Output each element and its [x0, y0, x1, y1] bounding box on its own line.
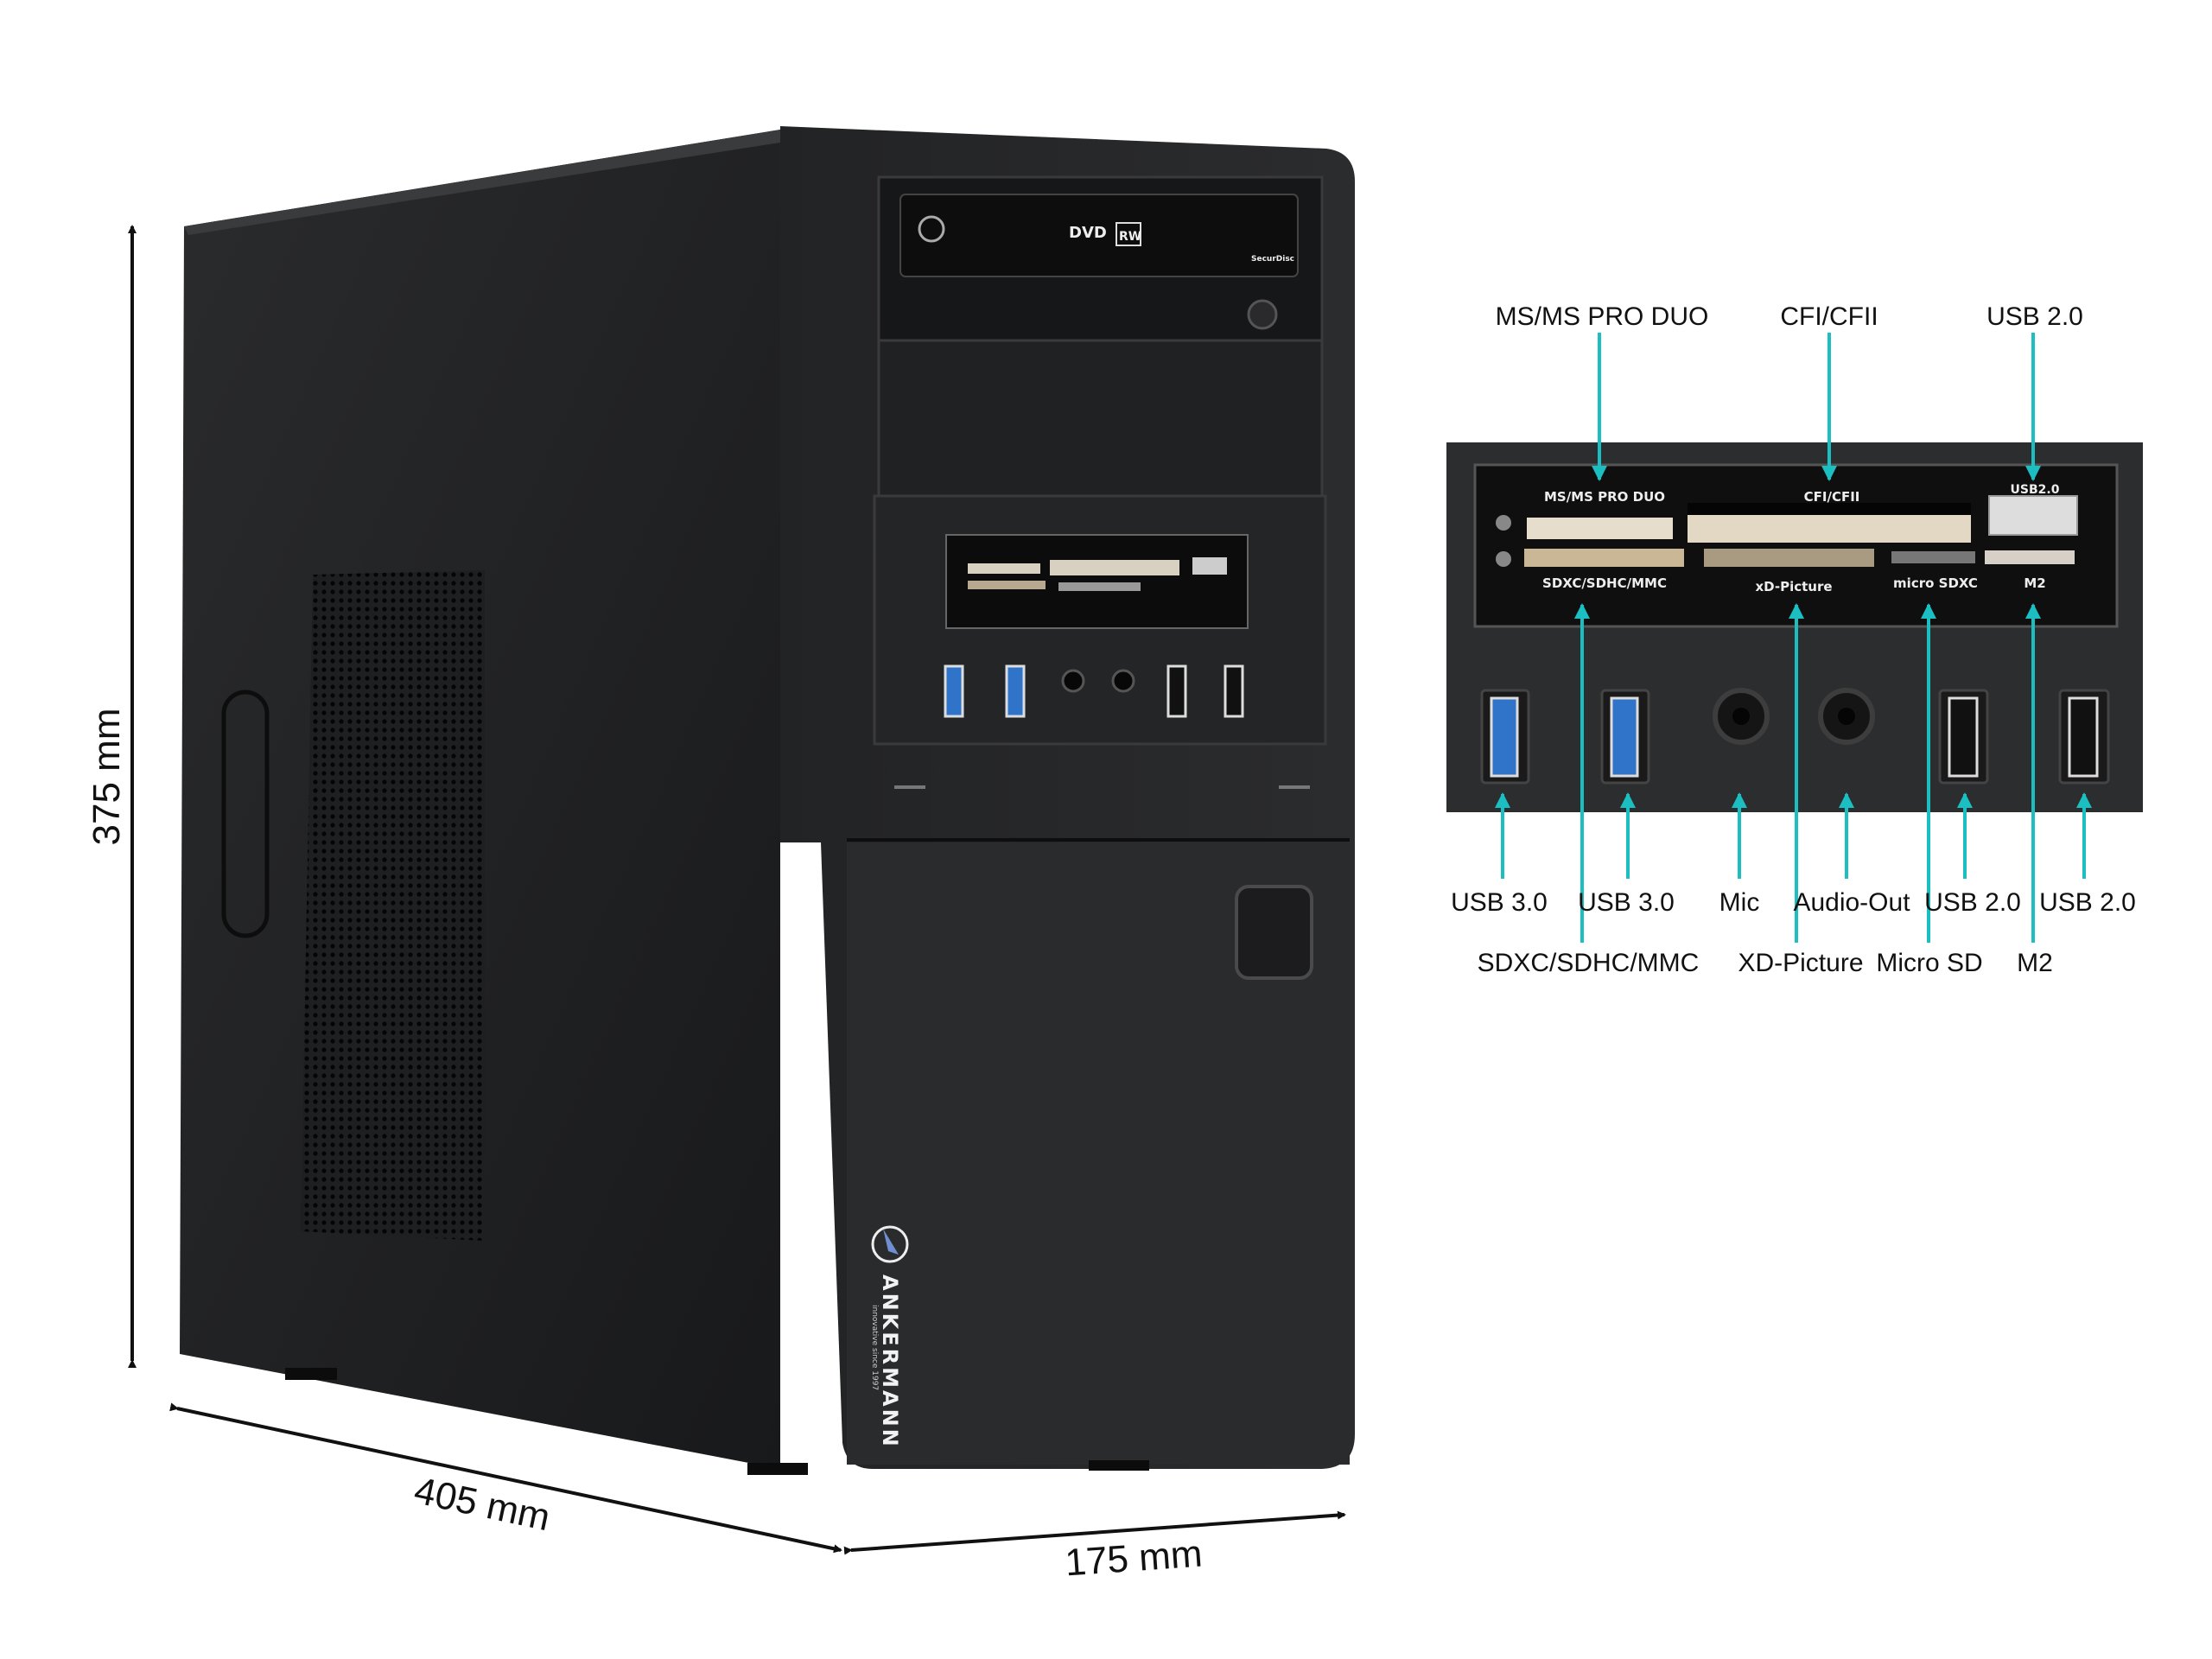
vent-grille	[301, 570, 485, 1241]
foot	[285, 1368, 337, 1380]
reader-label-ms: MS/MS PRO DUO	[1544, 489, 1665, 505]
audio-jack[interactable]	[1111, 669, 1135, 693]
callout-sdxc: SDXC/SDHC/MMC	[1478, 949, 1700, 977]
callout-usb2-2: USB 2.0	[2039, 888, 2136, 917]
power-led	[1279, 785, 1310, 789]
callout-usb3-2: USB 3.0	[1578, 888, 1675, 917]
front-panel-detail: MS/MS PRO DUO CFI/CFII USB2.0 SDXC/SDHC/…	[1446, 442, 2143, 812]
mic-jack[interactable]	[1061, 669, 1085, 693]
usb2-reader-port[interactable]	[1988, 495, 2078, 536]
rw-logo: RW	[1119, 230, 1141, 244]
usb3-port[interactable]	[944, 664, 964, 718]
usb3-port[interactable]	[1005, 664, 1026, 718]
reader-label-cf: CFI/CFII	[1804, 489, 1860, 505]
width-label: 175 mm	[1064, 1533, 1204, 1585]
callout-labels: MS/MS PRO DUO CFI/CFII USB 2.0 USB 3.0 U…	[1451, 302, 2136, 977]
callout-cf: CFI/CFII	[1780, 302, 1878, 331]
usb2-port[interactable]	[1224, 664, 1244, 718]
callout-micro-sd: Micro SD	[1876, 949, 1982, 977]
dvd-tray[interactable]	[899, 194, 1299, 277]
brand-tagline: innovative since 1997	[870, 1305, 879, 1390]
callout-usb2-top: USB 2.0	[1986, 302, 2083, 331]
reader-label-xd: xD-Picture	[1755, 579, 1832, 594]
power-button[interactable]	[1235, 885, 1313, 980]
reader-label-m2: M2	[2024, 575, 2045, 591]
ms-slot[interactable]	[1527, 518, 1673, 539]
microsd-slot[interactable]	[1891, 551, 1975, 563]
usb2-port[interactable]	[1166, 664, 1187, 718]
xd-slot[interactable]	[1704, 549, 1874, 567]
sd-slot[interactable]	[1524, 549, 1684, 567]
callout-ms-pro-duo: MS/MS PRO DUO	[1496, 302, 1709, 331]
callout-usb3-1: USB 3.0	[1451, 888, 1548, 917]
eject-button[interactable]	[1247, 299, 1278, 330]
foot	[1089, 1460, 1149, 1471]
disc-logo-icon	[918, 215, 945, 243]
reader-label-sd: SDXC/SDHC/MMC	[1542, 575, 1667, 591]
brand-logo	[871, 1225, 909, 1263]
callout-audio-out: Audio-Out	[1793, 888, 1910, 917]
pc-case: DVD RW SecurDisc ANKERMANN	[180, 126, 1355, 1475]
depth-label: 405 mm	[410, 1469, 554, 1539]
hdd-led	[894, 785, 925, 789]
callout-lines	[1495, 333, 2092, 943]
side-handle-recess	[221, 690, 270, 938]
blank-bay-cover	[877, 339, 1324, 498]
reader-label-usb: USB2.0	[2011, 483, 2060, 497]
width-arrow	[843, 1510, 1346, 1555]
brand-name: ANKERMANN	[878, 1274, 902, 1449]
callout-m2: M2	[2017, 949, 2053, 977]
depth-arrow	[169, 1402, 842, 1554]
foot	[747, 1463, 808, 1475]
callout-xd: XD-Picture	[1738, 949, 1863, 977]
card-reader-bezel	[1473, 463, 2119, 628]
reader-label-micro: micro SDXC	[1893, 575, 1978, 591]
dvd-logo: DVD	[1069, 224, 1107, 242]
m2-slot[interactable]	[1985, 550, 2075, 564]
callout-mic: Mic	[1719, 888, 1760, 917]
height-label: 375 mm	[86, 709, 128, 846]
securdisc-logo: SecurDisc	[1251, 255, 1294, 264]
callout-usb2-1: USB 2.0	[1924, 888, 2021, 917]
front-ports	[944, 664, 1244, 718]
